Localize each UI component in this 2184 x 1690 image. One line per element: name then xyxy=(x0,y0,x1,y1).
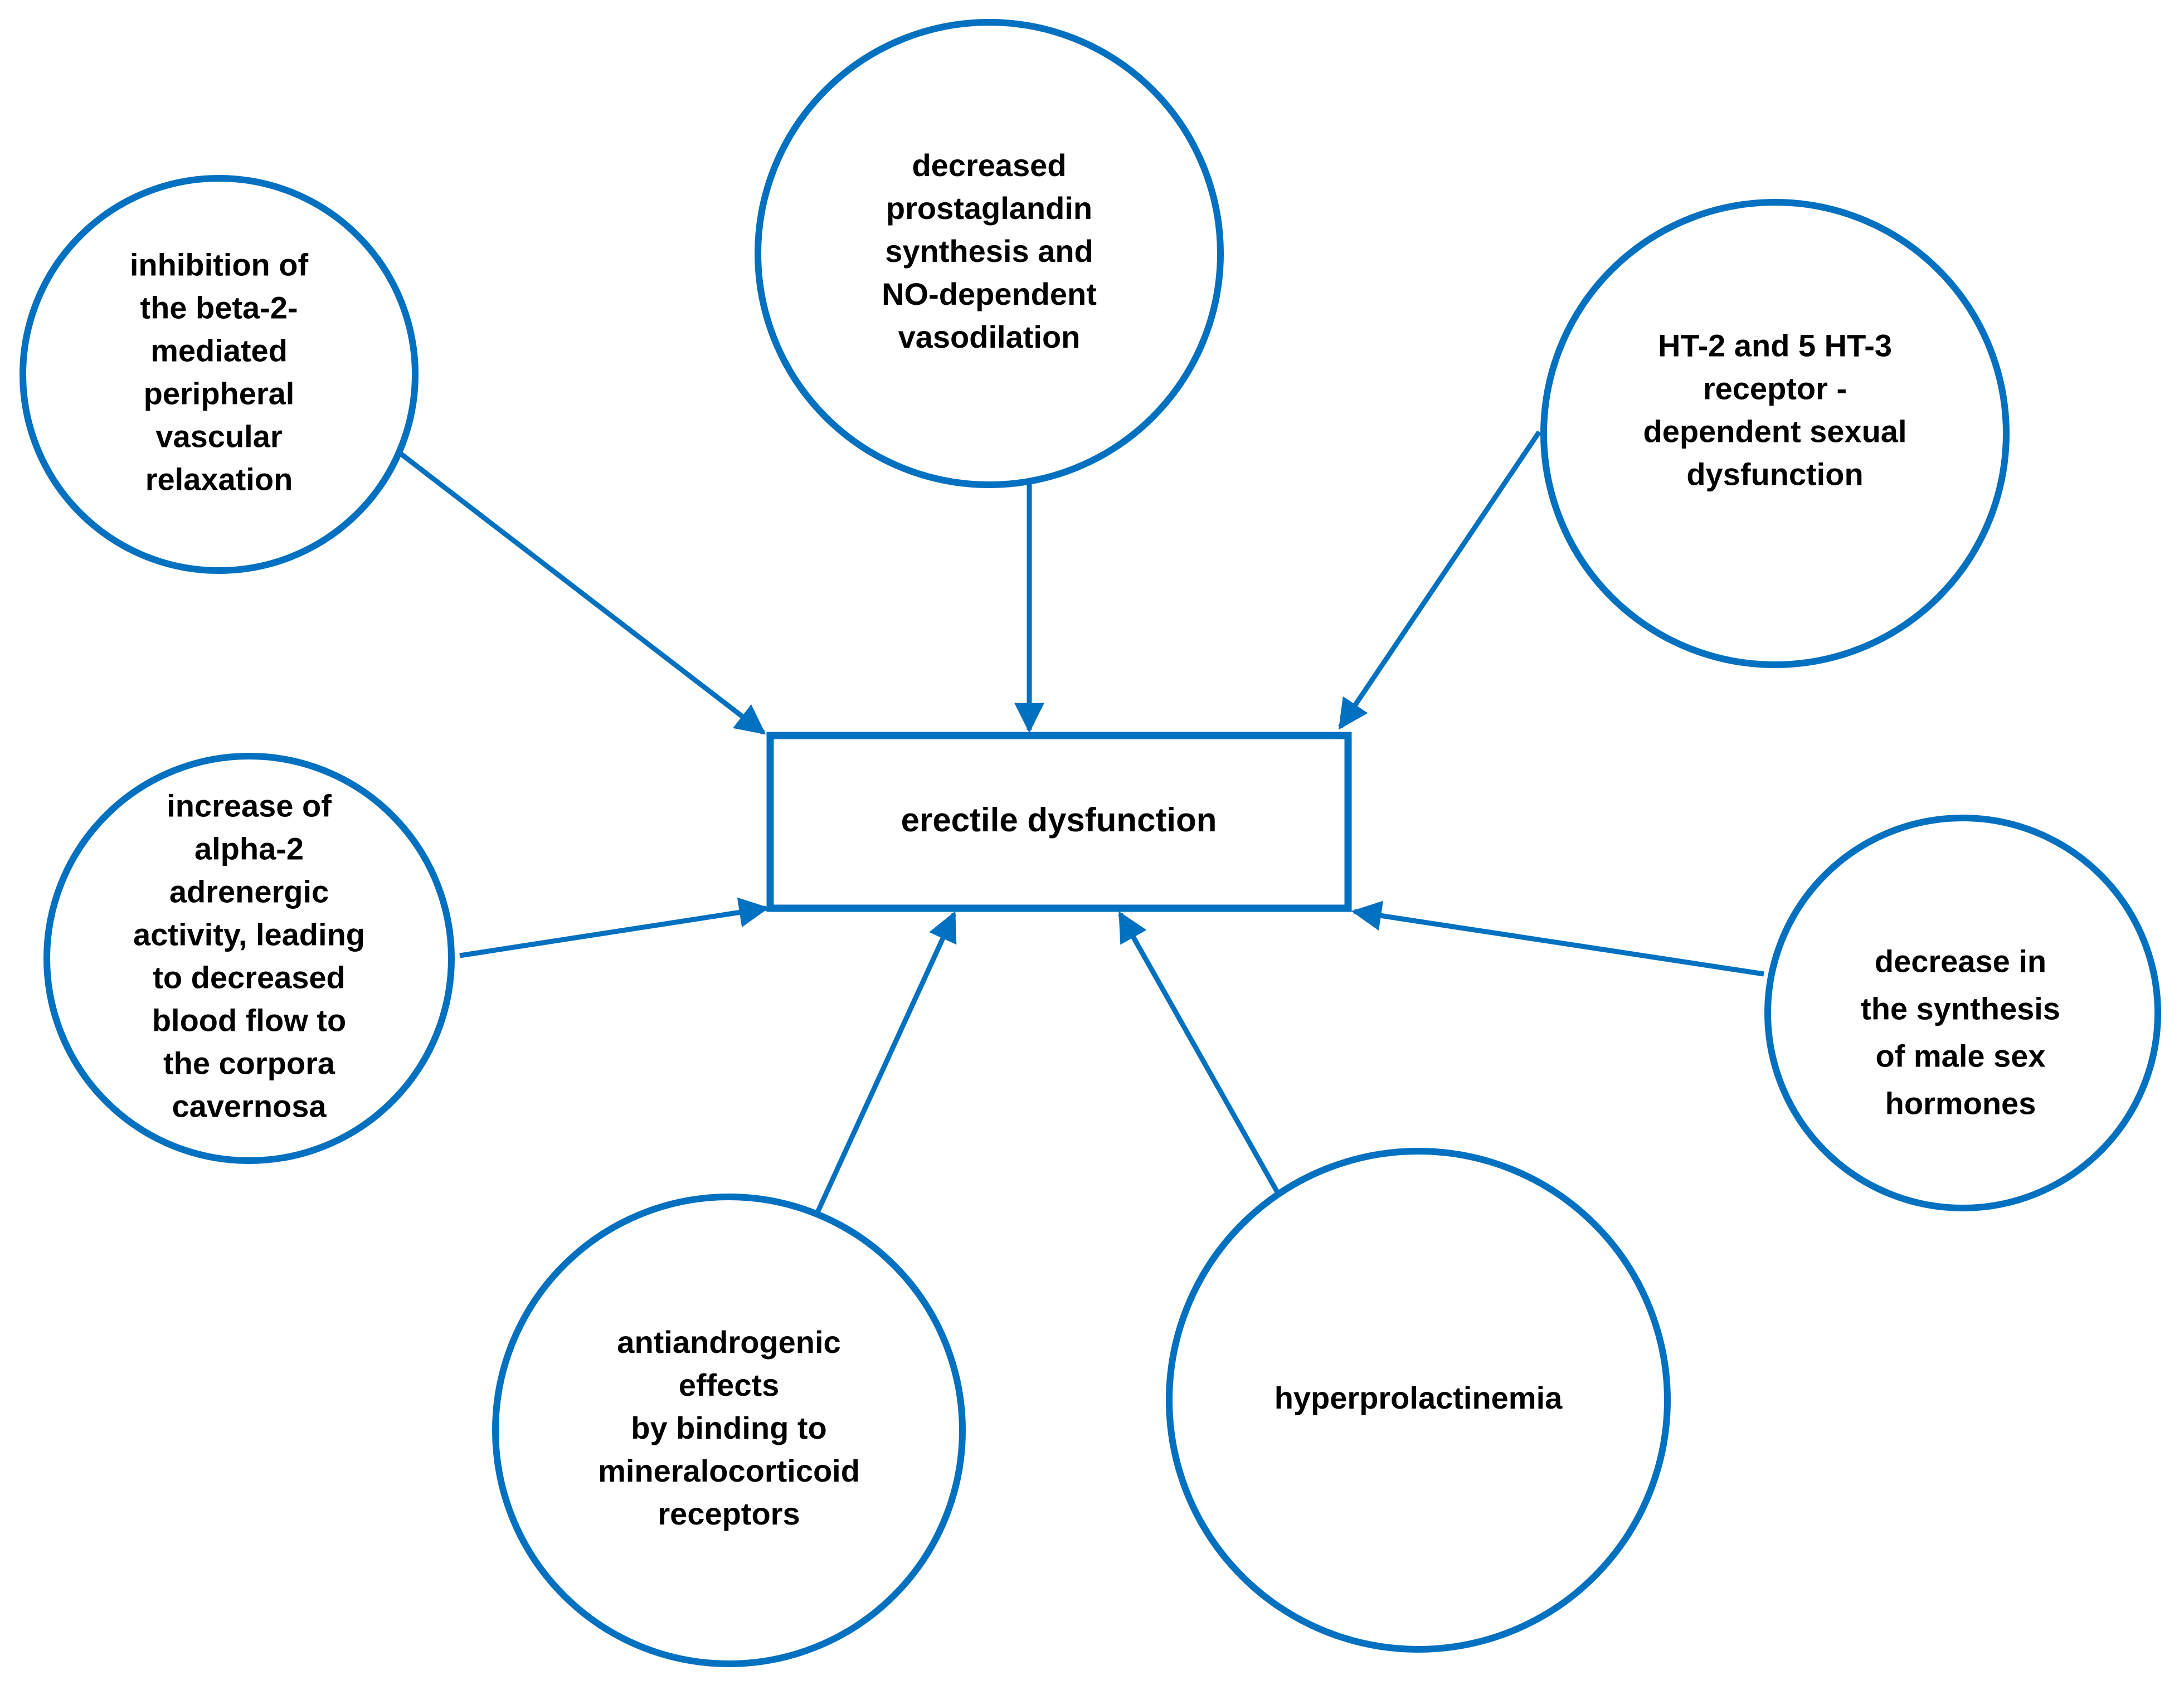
cause-label-line: inhibition of xyxy=(130,247,309,282)
cause-label-line: receptors xyxy=(658,1496,800,1531)
center-box xyxy=(766,732,1352,912)
cause-circle xyxy=(1166,1148,1671,1653)
cause-label-line: cavernosa xyxy=(172,1088,327,1123)
cause-label-line: mineralocorticoid xyxy=(598,1453,860,1488)
cause-label-line: the corpora xyxy=(163,1045,335,1080)
cause-label-line: dysfunction xyxy=(1686,456,1863,491)
cause-label-line: NO-dependent xyxy=(882,276,1097,311)
cause-label-line: increase of xyxy=(167,788,332,823)
center-label: erectile dysfunction xyxy=(901,801,1217,839)
cause-node-antiandrogenic: antiandrogenic effects by binding to minera… xyxy=(492,1194,966,1667)
cause-label-line: decrease in xyxy=(1875,943,2046,978)
cause-label-line: activity, leading xyxy=(133,917,365,952)
cause-label: inhibition of the beta-2- mediated peripher… xyxy=(130,247,309,496)
cause-label: antiandrogenic effects by binding to minera… xyxy=(598,1324,860,1531)
cause-circle xyxy=(43,753,455,1164)
cause-circle xyxy=(1764,815,2161,1211)
cause-node-hyperprolactinemia: hyperprolactinemia xyxy=(1166,1148,1671,1653)
cause-label-line: the synthesis xyxy=(1861,991,2060,1026)
cause-node-alpha2: increase of alpha-2 adrenergic activity, le… xyxy=(43,753,455,1164)
cause-label-line: antiandrogenic xyxy=(617,1324,840,1360)
cause-label-line: decreased xyxy=(912,148,1066,183)
cause-label: hyperprolactinemia xyxy=(1275,1380,1563,1415)
cause-label: decrease in the synthesis of male sex hormo… xyxy=(1861,943,2060,1121)
center-node: erectile dysfunction xyxy=(766,732,1352,912)
cause-circle xyxy=(492,1194,966,1667)
cause-label-line: hyperprolactinemia xyxy=(1275,1380,1563,1415)
cause-label-line: to decreased xyxy=(153,960,346,995)
cause-label: increase of alpha-2 adrenergic activity, le… xyxy=(133,788,365,1123)
cause-label-line: vascular xyxy=(155,418,282,454)
cause-label-line: by binding to xyxy=(631,1410,826,1445)
arrow-hyperprolactinemia-to-center xyxy=(1118,911,1283,1200)
arrow-antiandrogenic-to-center xyxy=(814,911,957,1216)
arrow-sex-hormones-to-center xyxy=(1351,900,1764,977)
arrow-group xyxy=(400,430,1764,1216)
cause-circle xyxy=(20,175,419,574)
cause-label-line: alpha-2 xyxy=(194,831,304,866)
cause-label-line: peripheral xyxy=(144,376,295,411)
cause-label-line: adrenergic xyxy=(169,874,329,909)
cause-label-line: receptor - xyxy=(1703,371,1847,406)
cause-node-beta2: inhibition of the beta-2- mediated peripher… xyxy=(20,175,419,574)
arrow-beta2-to-center xyxy=(400,452,766,735)
cause-label-line: mediated xyxy=(150,333,288,368)
cause-node-ht-receptor: HT-2 and 5 HT-3 receptor - dependent sexua… xyxy=(1540,199,2010,668)
arrow-alpha2-to-center xyxy=(459,897,770,958)
cause-node-sex-hormones: decrease in the synthesis of male sex hormo… xyxy=(1764,815,2161,1211)
arrow-ht-receptor-to-center xyxy=(1338,430,1541,730)
cause-circle xyxy=(755,19,1224,488)
cause-circle xyxy=(1540,199,2010,668)
cause-label-line: prostaglandin xyxy=(886,191,1092,226)
cause-label-line: of male sex xyxy=(1875,1038,2045,1073)
cause-label-line: vasodilation xyxy=(898,319,1081,354)
cause-label-line: hormones xyxy=(1885,1085,2036,1121)
cause-label: HT-2 and 5 HT-3 receptor - dependent sexua… xyxy=(1643,328,1906,491)
cause-label-line: HT-2 and 5 HT-3 xyxy=(1658,328,1892,363)
cause-label-line: synthesis and xyxy=(885,233,1093,269)
cause-label-line: relaxation xyxy=(145,461,293,496)
cause-label-line: effects xyxy=(679,1367,780,1402)
cause-label-line: the beta-2- xyxy=(140,290,298,325)
cause-label-line: blood flow to xyxy=(152,1002,346,1038)
cause-label-line: dependent sexual xyxy=(1643,413,1906,449)
